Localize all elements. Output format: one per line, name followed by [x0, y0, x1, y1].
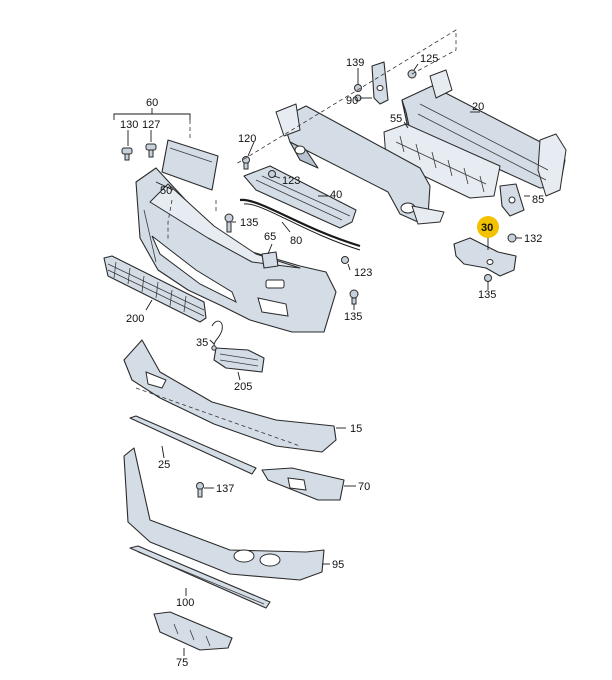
bolt-icon: [121, 147, 133, 161]
bolt-icon: [242, 156, 250, 170]
callout-125: 125: [420, 53, 438, 65]
guide-bracket-30: [453, 237, 517, 277]
sensor-wire-35: [211, 320, 223, 351]
callout-50: 50: [160, 185, 172, 197]
callout-60: 60: [146, 97, 158, 109]
callout-135-c: 135: [344, 311, 362, 323]
clip-65: [261, 251, 279, 269]
highlight-badge-30: 30: [477, 216, 499, 238]
callout-35: 35: [196, 337, 208, 349]
upper-grille-40: [243, 165, 357, 229]
callout-15: 15: [350, 423, 362, 435]
callout-100: 100: [176, 597, 194, 609]
callout-127: 127: [142, 119, 160, 131]
callout-137: 137: [216, 483, 234, 495]
callout-80: 80: [290, 235, 302, 247]
upper-carrier-bracket: [275, 103, 445, 225]
bolt-icon: [354, 84, 362, 92]
callout-20: 20: [472, 101, 484, 113]
fasteners: [121, 69, 517, 498]
bolt-icon: [484, 274, 492, 282]
air-guide-15: [123, 339, 337, 453]
bumper-cover-50: [135, 167, 337, 333]
callout-132: 132: [524, 233, 542, 245]
callout-40: 40: [330, 189, 342, 201]
callout-85: 85: [532, 194, 544, 206]
callout-70: 70: [358, 481, 370, 493]
bolt-icon: [349, 289, 359, 305]
strip-25: [129, 415, 257, 475]
spoiler-95: [123, 447, 325, 581]
callout-200: 200: [126, 313, 144, 325]
lower-grille-200: [103, 255, 207, 323]
bolt-icon: [507, 233, 517, 243]
callout-65: 65: [264, 231, 276, 243]
callout-123-a: 123: [282, 175, 300, 187]
trim-strip-80: [239, 198, 361, 251]
callout-135-b: 135: [478, 289, 496, 301]
callout-205: 205: [234, 381, 252, 393]
callout-120: 120: [238, 133, 256, 145]
callout-95: 95: [332, 559, 344, 571]
leader-lines: [113, 29, 530, 656]
callout-130: 130: [120, 119, 138, 131]
callout-135-a: 135: [240, 217, 258, 229]
trim-70: [261, 467, 345, 501]
callout-labels: 60 130 127 50 135 65 120 123 40 80 123 1…: [120, 53, 544, 669]
bumper-reinforcement-20: [401, 69, 567, 197]
strip-100: [129, 545, 271, 609]
callout-139: 139: [346, 57, 364, 69]
callout-30: 30: [481, 222, 493, 234]
callout-55: 55: [390, 113, 402, 125]
fog-grille-205: [213, 347, 265, 373]
bolt-icon: [145, 143, 157, 158]
bolt-icon: [196, 482, 204, 498]
splitter-75: [153, 611, 233, 651]
bracket-90: [371, 61, 389, 105]
callout-90: 90: [346, 95, 358, 107]
bolt-icon: [268, 170, 276, 178]
bolt-icon: [224, 213, 234, 233]
license-plate-holder-50: [161, 139, 219, 191]
callout-75: 75: [176, 657, 188, 669]
callout-123-b: 123: [354, 267, 372, 279]
bolt-icon: [341, 256, 349, 264]
callout-25: 25: [158, 459, 170, 471]
bracket-85: [499, 183, 525, 217]
